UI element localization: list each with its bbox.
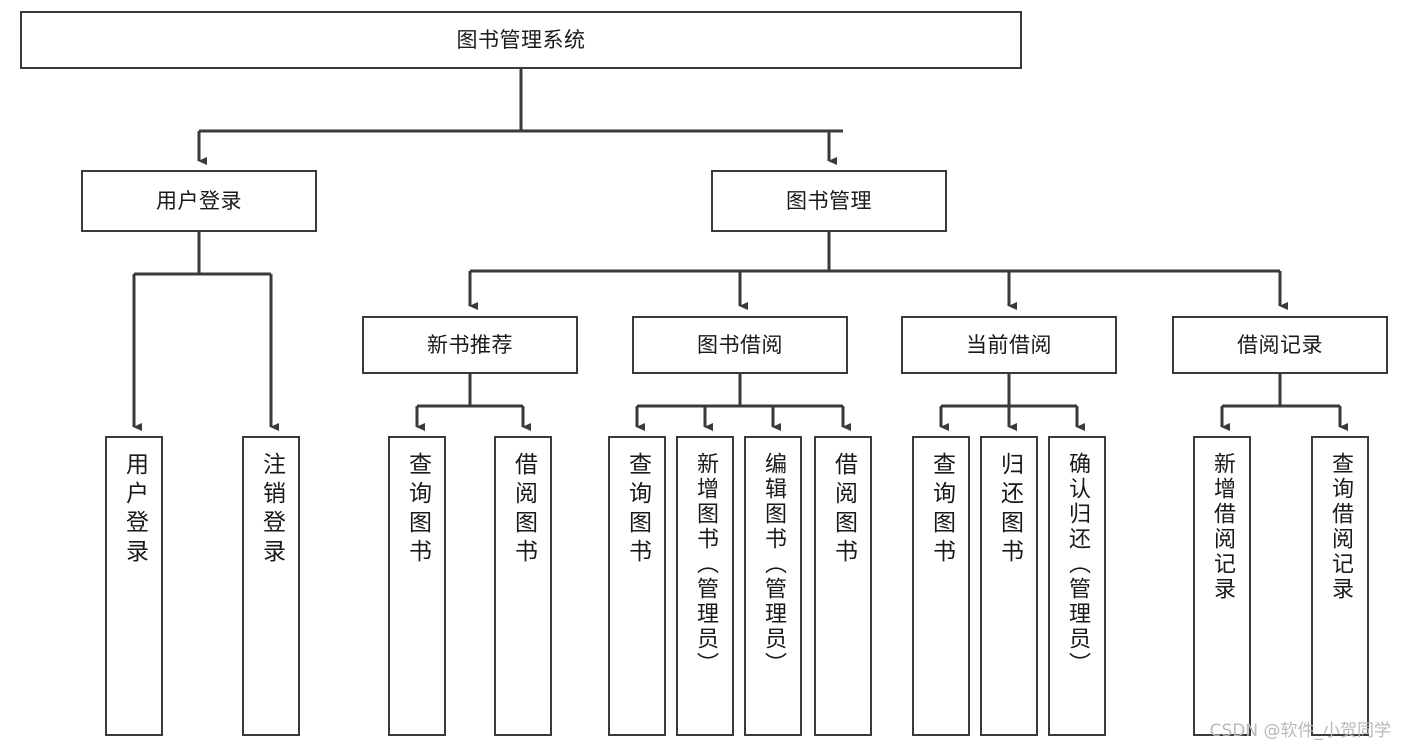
node-root-label: 图书管理系统 — [456, 27, 586, 52]
node-leaf-borrow-book-1-label: 借阅图书 — [510, 452, 537, 568]
node-book-management-label: 图书管理 — [786, 188, 872, 213]
node-book-borrow[interactable]: 图书借阅 — [632, 316, 848, 374]
node-borrow-record-label: 借阅记录 — [1237, 332, 1323, 357]
node-user-login[interactable]: 用户登录 — [81, 170, 317, 232]
watermark-text: CSDN @软件_小贺同学 — [1209, 721, 1391, 741]
node-leaf-query-book-2-label: 查询图书 — [624, 452, 651, 568]
node-leaf-borrow-book-1[interactable]: 借阅图书 — [494, 436, 552, 736]
node-current-borrow[interactable]: 当前借阅 — [901, 316, 1117, 374]
node-leaf-query-book-2[interactable]: 查询图书 — [608, 436, 666, 736]
node-leaf-user-logout[interactable]: 注销登录 — [242, 436, 300, 736]
node-leaf-add-record-label: 新增借阅记录 — [1210, 452, 1235, 602]
node-leaf-confirm-return-label: 确认归还（管理员） — [1065, 452, 1090, 677]
node-leaf-query-book-3-label: 查询图书 — [928, 452, 955, 568]
node-new-book-recommend[interactable]: 新书推荐 — [362, 316, 578, 374]
node-leaf-query-book-3[interactable]: 查询图书 — [912, 436, 970, 736]
node-leaf-query-record[interactable]: 查询借阅记录 — [1311, 436, 1369, 736]
node-book-borrow-label: 图书借阅 — [697, 332, 783, 357]
node-leaf-confirm-return[interactable]: 确认归还（管理员） — [1048, 436, 1106, 736]
node-leaf-return-book[interactable]: 归还图书 — [980, 436, 1038, 736]
node-leaf-borrow-book-2[interactable]: 借阅图书 — [814, 436, 872, 736]
node-root[interactable]: 图书管理系统 — [20, 11, 1022, 69]
node-leaf-add-book-label: 新增图书（管理员） — [693, 452, 718, 677]
node-leaf-edit-book[interactable]: 编辑图书（管理员） — [744, 436, 802, 736]
node-leaf-edit-book-label: 编辑图书（管理员） — [761, 452, 786, 677]
node-book-management[interactable]: 图书管理 — [711, 170, 947, 232]
node-leaf-user-login[interactable]: 用户登录 — [105, 436, 163, 736]
node-leaf-query-book-1[interactable]: 查询图书 — [388, 436, 446, 736]
node-user-login-label: 用户登录 — [156, 188, 242, 213]
node-leaf-query-book-1-label: 查询图书 — [404, 452, 431, 568]
node-leaf-user-logout-label: 注销登录 — [258, 452, 285, 568]
node-leaf-add-book[interactable]: 新增图书（管理员） — [676, 436, 734, 736]
node-current-borrow-label: 当前借阅 — [966, 332, 1052, 357]
node-leaf-add-record[interactable]: 新增借阅记录 — [1193, 436, 1251, 736]
node-leaf-borrow-book-2-label: 借阅图书 — [830, 452, 857, 568]
node-leaf-query-record-label: 查询借阅记录 — [1328, 452, 1353, 602]
node-leaf-return-book-label: 归还图书 — [996, 452, 1023, 568]
node-borrow-record[interactable]: 借阅记录 — [1172, 316, 1388, 374]
node-new-book-recommend-label: 新书推荐 — [427, 332, 513, 357]
node-leaf-user-login-label: 用户登录 — [121, 452, 148, 568]
